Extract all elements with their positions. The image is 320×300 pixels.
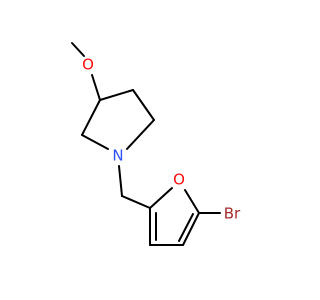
bond-ch2-furan xyxy=(121,195,151,209)
bond-o-c3 xyxy=(91,74,101,101)
bond-o-c5f xyxy=(184,189,200,214)
bond-c5f-c4f xyxy=(182,212,200,246)
furan-oxygen-label: O xyxy=(173,171,185,189)
bond-n-c2 xyxy=(81,134,109,150)
bond-c5-n xyxy=(126,119,155,150)
molecule-canvas: O N O Br xyxy=(71,42,241,246)
bond-c2-c3 xyxy=(81,99,101,136)
bromine-label: Br xyxy=(224,205,241,223)
bond-c5f-c4f-double xyxy=(178,213,194,242)
methoxy-oxygen-label: O xyxy=(82,56,94,74)
ring-nitrogen-label: N xyxy=(112,147,123,165)
structure-diagram: O N O Br xyxy=(71,42,241,246)
bond-c2f-o xyxy=(149,187,173,209)
bond-c3-c4 xyxy=(99,89,134,101)
bond-n-ch2 xyxy=(118,165,123,197)
bond-c4-c5 xyxy=(132,89,155,121)
bond-ch3-o xyxy=(71,42,85,57)
